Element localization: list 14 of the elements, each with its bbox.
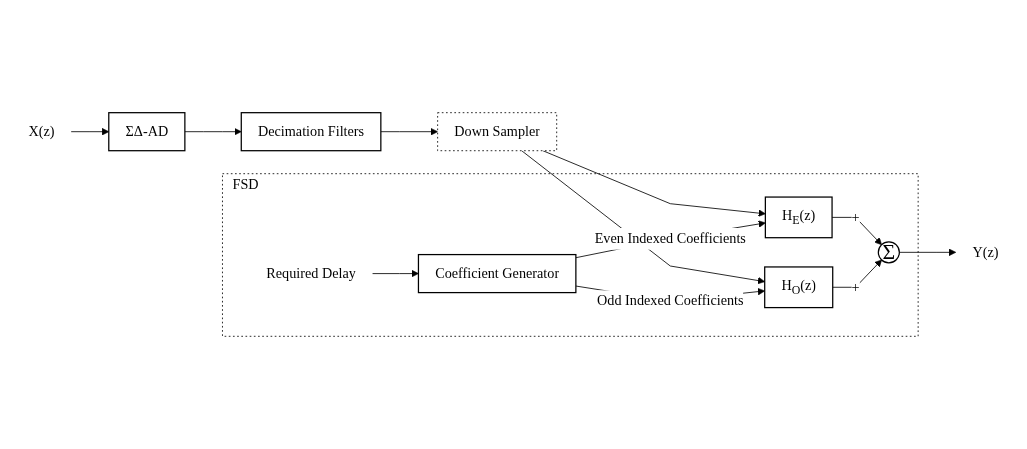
edge-label: + <box>851 209 860 226</box>
edge-label: + <box>851 279 860 296</box>
node-box: ΣΔ-AD <box>108 112 186 152</box>
node-text: Y(z) <box>972 244 999 261</box>
node-circle: Σ <box>877 241 900 264</box>
edge-label: Even Indexed Coefficients <box>594 230 746 247</box>
node-box: H$_{E}$(z) <box>764 196 833 239</box>
node-box: Coefficient Generator <box>417 253 577 294</box>
node-box: Decimation Filters <box>240 112 382 152</box>
node-text: X(z) <box>28 123 55 140</box>
node-box: H$_{O}$(z) <box>764 266 834 309</box>
node-box: Down Sampler <box>437 112 558 152</box>
node-text: Required Delay <box>266 265 356 282</box>
edge-label: Odd Indexed Coefficients <box>597 292 744 309</box>
